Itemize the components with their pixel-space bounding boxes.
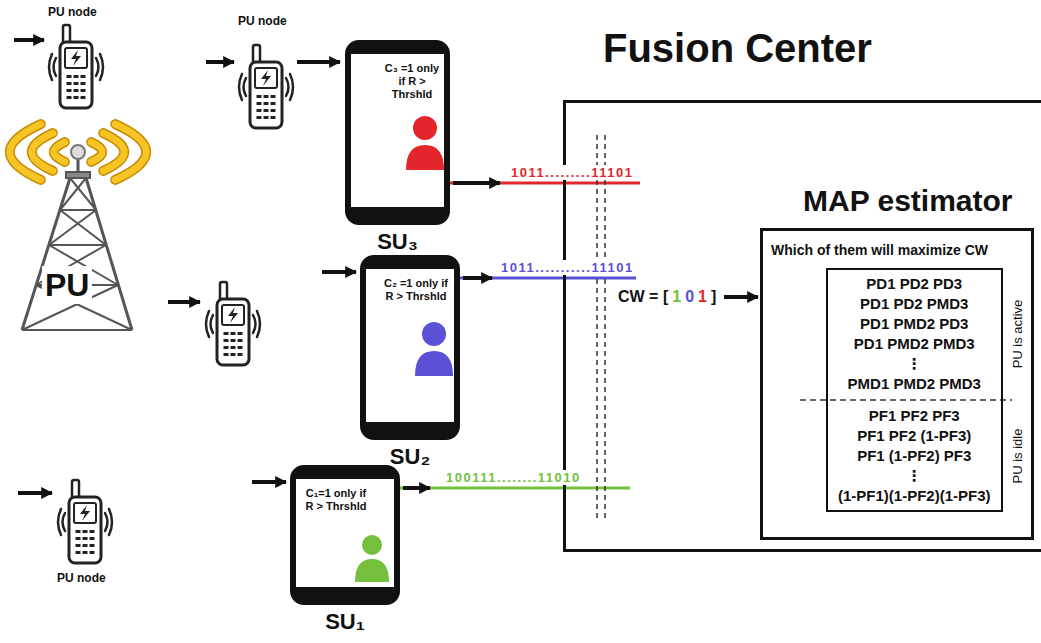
radio-waves (10, 124, 146, 180)
hypothesis-term: ⋮ (838, 466, 991, 486)
box-title: MAP estimator (803, 183, 1013, 219)
hypothesis-term: PF1 PF2 PF3 (838, 406, 991, 426)
hypothesis-term: PMD1 PMD2 PMD3 (838, 374, 991, 394)
bit-stream-end (563, 183, 640, 488)
user-icon (415, 322, 453, 376)
phone-node: C₃ =1 only if R > ThrshldSU₃ (345, 40, 450, 225)
primary-user-label: PU (42, 266, 92, 304)
hypothesis-term: PD1 PD2 PD3 (838, 274, 991, 294)
sampling-lines (597, 135, 605, 520)
hypothesis-term: (1-PF1)(1-PF2)(1-PF3) (838, 486, 991, 506)
node-label: PU node (57, 571, 106, 585)
hypothesis-list: PD1 PD2 PD3PD1 PD2 PMD3PD1 PMD2 PD3PD1 P… (826, 268, 1003, 512)
pu-handset (239, 45, 293, 128)
codeword-text: ] (711, 287, 716, 306)
hypothesis-term: PD1 PMD2 PMD3 (838, 334, 991, 354)
bit-stream-connector (400, 487, 563, 490)
bit-stream-label: 1011.........11101 (510, 165, 634, 180)
codeword-row: CW = [101] (618, 287, 716, 306)
map-estimator-box: MAP estimatorWhich of them will maximize… (760, 228, 1034, 540)
codeword-bit: 1 (698, 287, 707, 306)
hypothesis-term: PD1 PD2 PMD3 (838, 294, 991, 314)
hypothesis-separator (800, 399, 1012, 401)
bit-stream-label: 100111........11010 (445, 470, 582, 485)
state-label: PU is idle (1010, 429, 1026, 484)
codeword-bit: 0 (685, 287, 694, 306)
node-label: PU node (48, 5, 97, 19)
node-label: PU node (238, 14, 287, 28)
hypothesis-term: PF1 PF2 (1-PF3) (838, 426, 991, 446)
box-question: Which of them will maximize CW (771, 241, 988, 259)
box-title: Fusion Center (603, 25, 872, 71)
codeword-bit: 1 (672, 287, 681, 306)
pu-handset (58, 480, 112, 563)
hypothesis-term: PD1 PMD2 PD3 (838, 314, 991, 334)
bit-stream-connector (450, 182, 563, 185)
bit-stream-connector (460, 277, 563, 280)
hypothesis-term: PF1 (1-PF2) PF3 (838, 446, 991, 466)
state-label: PU is active (1010, 300, 1026, 369)
phone-node: C₂ =1 only if R > ThrshldSU₂ (360, 255, 460, 440)
pu-handset (49, 25, 103, 108)
node-title: SU₁ (286, 609, 404, 635)
codeword-text: CW = [ (618, 287, 668, 306)
fusion-center-box: Fusion CenterMAP estimatorWhich of them … (563, 100, 1041, 552)
decision-rule: C₁=1 only if R > Thrshld (304, 487, 368, 513)
tower (22, 145, 132, 330)
user-icon (406, 116, 444, 170)
user-icon (355, 535, 389, 582)
pu-handset (206, 282, 260, 365)
decision-rule: C₃ =1 only if R > Thrshld (381, 62, 443, 101)
node-title: SU₃ (341, 229, 454, 255)
phone-node: C₁=1 only if R > ThrshldSU₁ (290, 465, 400, 605)
decision-rule: C₂ =1 only if R > Thrshld (384, 277, 448, 303)
signal-arrow (14, 40, 758, 493)
bit-stream-label: 1011...........11101 (500, 260, 635, 275)
hypothesis-term: ⋮ (838, 354, 991, 374)
